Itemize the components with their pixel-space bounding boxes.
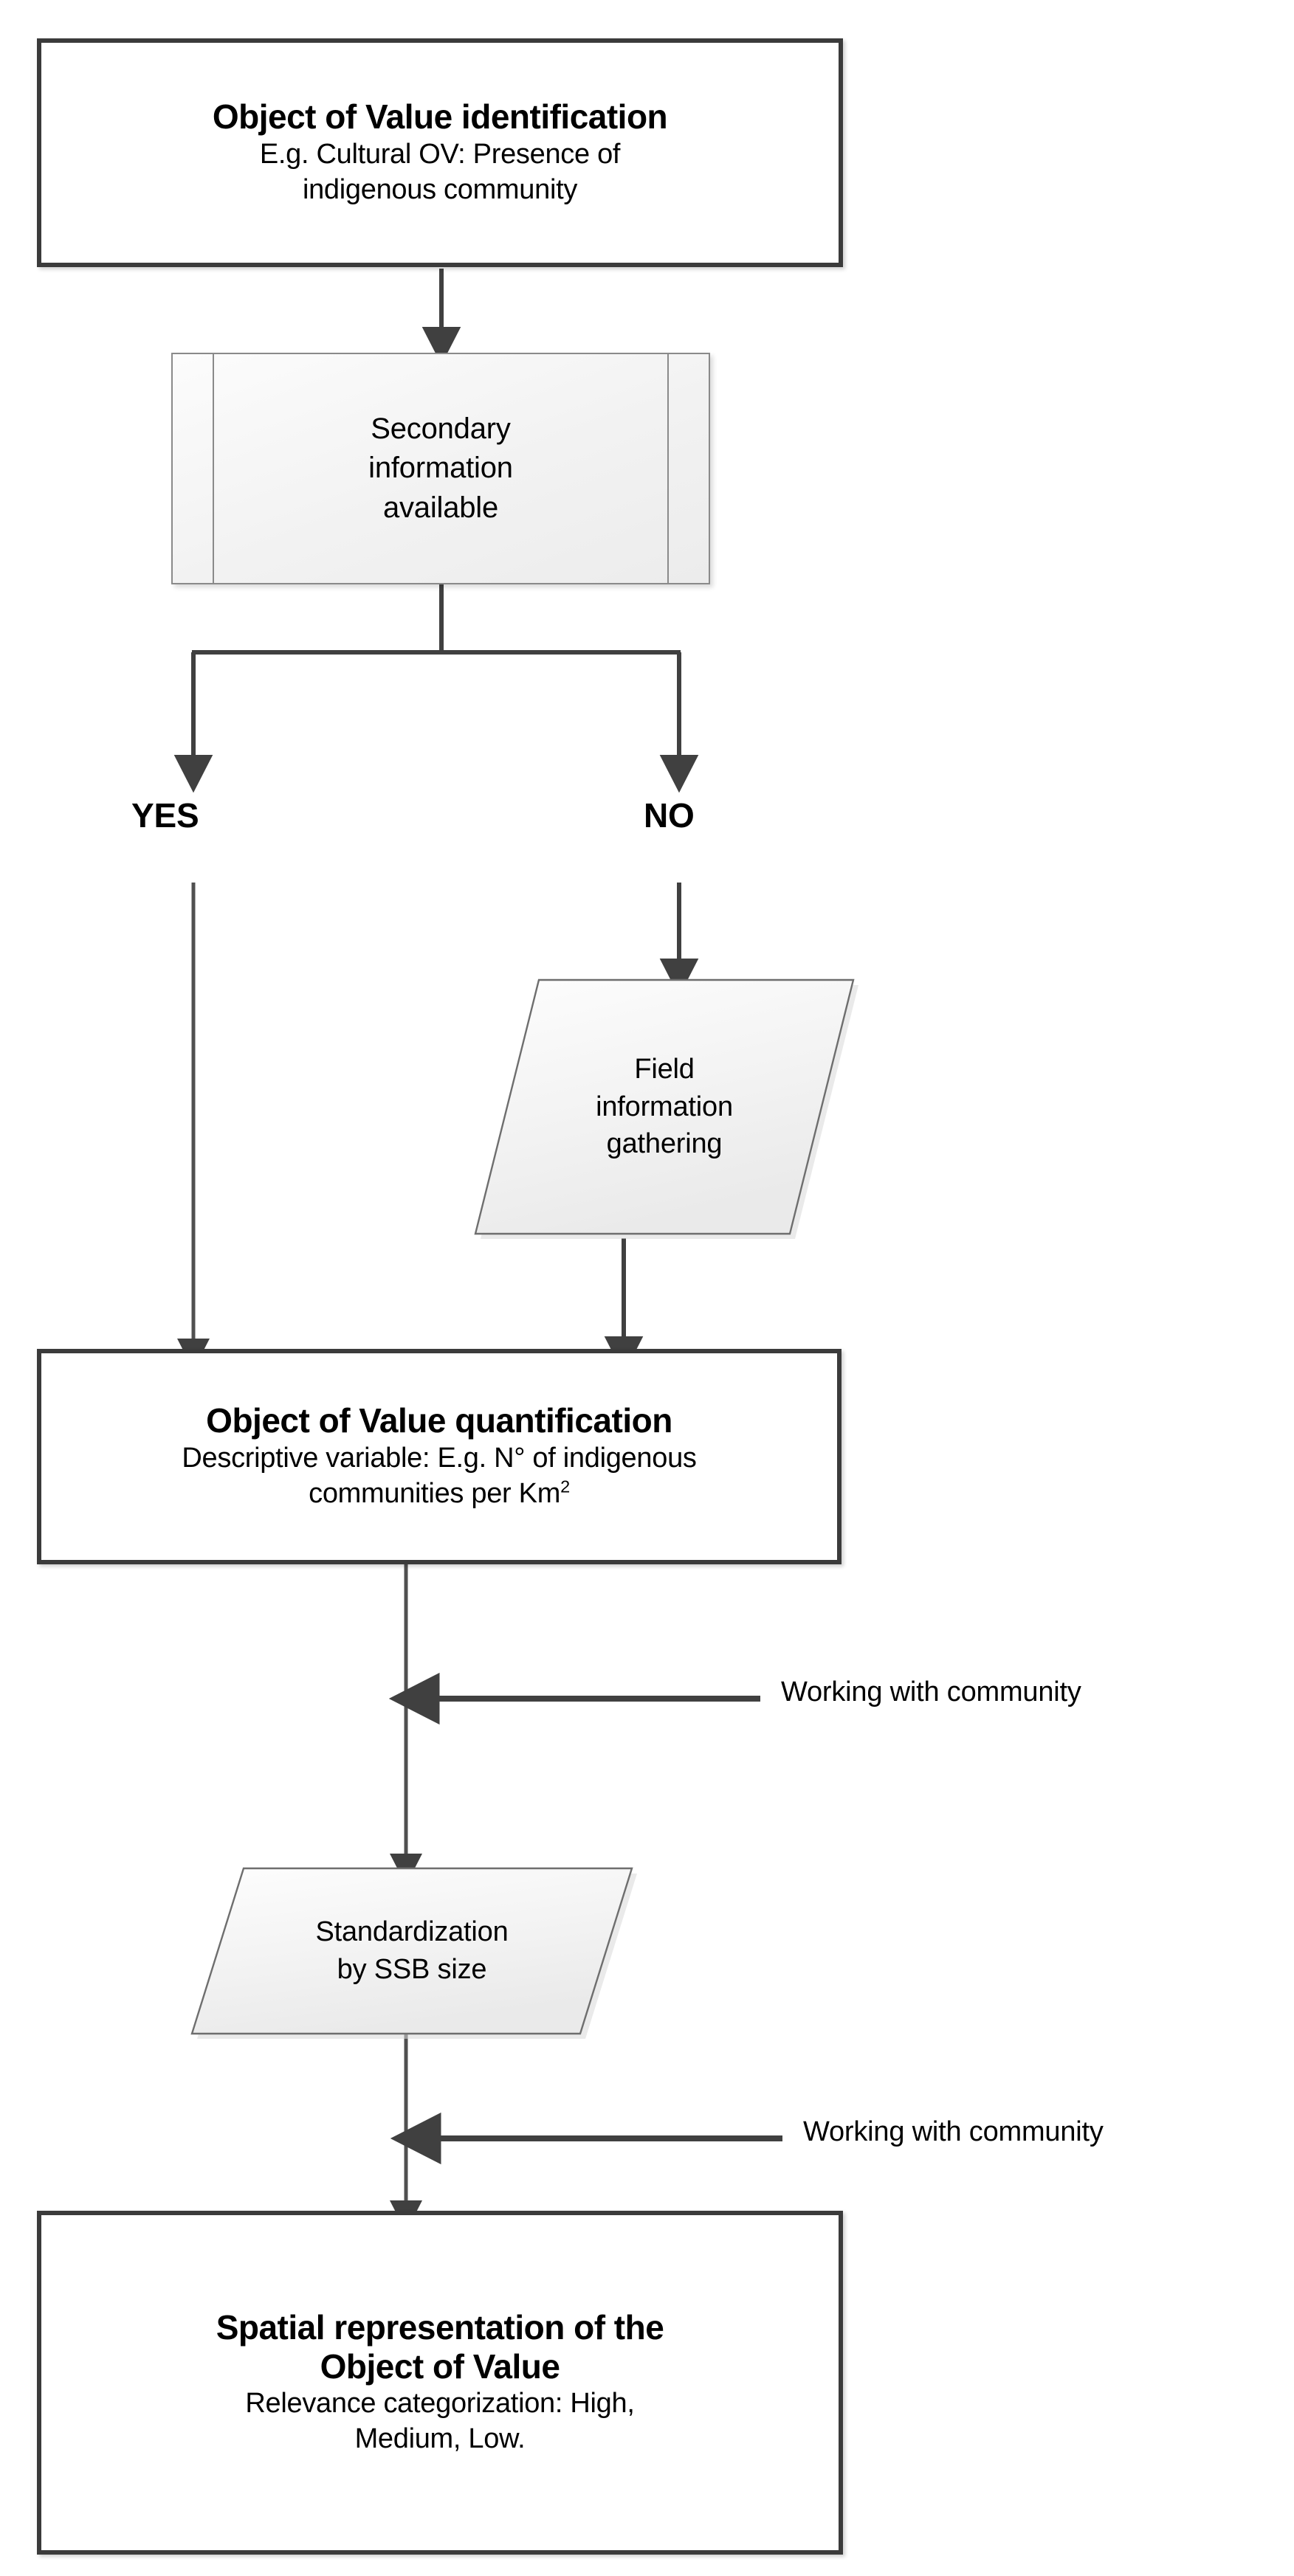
node-field-information-gathering[interactable]: Field information gathering [474, 976, 858, 1239]
node-label-line-2: by SSB size [337, 1954, 487, 1985]
node-subtitle: E.g. Cultural OV: Presence of indigenous… [259, 137, 621, 208]
branch-label-yes: YES [131, 796, 199, 835]
node-label-line-3: available [382, 491, 499, 524]
node-title: Spatial representation of the Object of … [216, 2308, 664, 2387]
edge-secondary-split [192, 583, 681, 655]
node-object-of-value-identification[interactable]: Object of Value identification E.g. Cult… [37, 38, 843, 267]
node-label-line-1: Standardization [315, 1916, 509, 1948]
node-label-line-2: information [368, 452, 513, 485]
parallelogram-shape [474, 978, 858, 1239]
annotation-working-with-community-1: Working with community [781, 1677, 1081, 1707]
node-title-line-2: Object of Value [320, 2347, 560, 2386]
node-label-line-1: Secondary [371, 412, 511, 445]
node-spatial-representation[interactable]: Spatial representation of the Object of … [37, 2211, 843, 2555]
predefined-process-left-bar [213, 354, 214, 583]
node-title: Object of Value identification [212, 97, 668, 137]
node-label: Field information gathering [474, 976, 855, 1238]
node-subtitle: Descriptive variable: E.g. N° of indigen… [182, 1441, 697, 1512]
node-subtitle-line-1: Descriptive variable: E.g. N° of indigen… [182, 1442, 697, 1474]
node-subtitle-line-1: Relevance categorization: High, [245, 2388, 635, 2420]
node-title-line-1: Spatial representation of the [216, 2307, 664, 2347]
parallelogram-shape [190, 1867, 637, 2039]
node-label-line-3: gathering [606, 1128, 723, 1160]
node-subtitle-line-2: Medium, Low. [354, 2423, 526, 2455]
node-label-line-1: Field [634, 1054, 695, 1085]
node-standardization-by-ssb-size[interactable]: Standardization by SSB size [190, 1865, 637, 2039]
node-title: Object of Value quantification [206, 1401, 672, 1440]
node-secondary-information-available[interactable]: Secondary information available [171, 353, 710, 584]
node-label: Secondary information available [216, 354, 666, 583]
node-subtitle-line-2: communities per Km [309, 1477, 561, 1509]
node-subtitle-line-2: indigenous community [302, 173, 578, 205]
predefined-process-right-bar [667, 354, 669, 583]
node-subtitle: Relevance categorization: High, Medium, … [245, 2386, 635, 2457]
node-label-line-2: information [596, 1091, 733, 1122]
node-label: Standardization by SSB size [190, 1865, 633, 2037]
branch-label-no: NO [644, 796, 695, 835]
node-object-of-value-quantification[interactable]: Object of Value quantification Descripti… [37, 1349, 842, 1564]
node-subtitle-line-1: E.g. Cultural OV: Presence of [259, 138, 621, 170]
node-subtitle-superscript: 2 [560, 1477, 570, 1496]
annotation-working-with-community-2: Working with community [803, 2116, 1104, 2147]
